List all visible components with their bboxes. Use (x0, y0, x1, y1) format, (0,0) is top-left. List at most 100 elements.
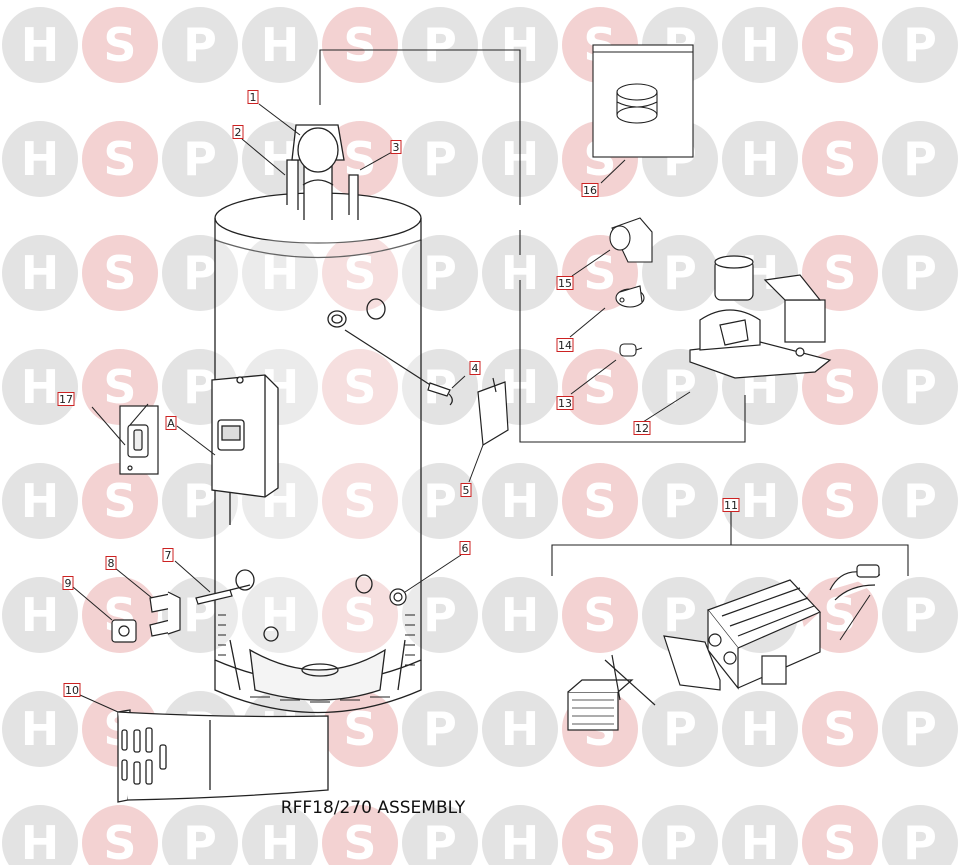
watermark-disc (82, 577, 158, 653)
watermark-disc (722, 691, 798, 767)
watermark-letter: H (741, 816, 780, 865)
watermark-disc (882, 235, 958, 311)
watermark-disc (482, 235, 558, 311)
watermark-disc (802, 7, 878, 83)
watermark-disc (322, 463, 398, 539)
watermark-letter: P (663, 588, 697, 642)
callout-14: 14 (556, 338, 574, 352)
watermark-disc (242, 577, 318, 653)
watermark-disc (402, 121, 478, 197)
watermark-disc (882, 463, 958, 539)
brackets-and-valve (111, 591, 181, 643)
watermark-letter: P (423, 246, 457, 300)
watermark-disc (242, 7, 318, 83)
watermark-letter: H (21, 18, 60, 72)
watermark-letter: S (823, 246, 856, 300)
watermark-disc (882, 691, 958, 767)
watermark-letter: P (183, 246, 217, 300)
callout-text: 8 (108, 557, 115, 570)
watermark-disc (482, 805, 558, 865)
watermark-disc (322, 691, 398, 767)
watermark-letter: H (261, 816, 300, 865)
watermark-disc (722, 805, 798, 865)
watermark-letter: P (903, 360, 937, 414)
watermark-letter: P (183, 360, 217, 414)
watermark-letter: P (423, 132, 457, 186)
watermark-letter: H (21, 132, 60, 186)
callout-text: 10 (65, 684, 79, 697)
watermark-letter: P (183, 132, 217, 186)
watermark-disc (562, 577, 638, 653)
callout-text: 4 (472, 362, 479, 375)
watermark-disc (882, 349, 958, 425)
watermark-letter: H (21, 702, 60, 756)
watermark-letter: P (423, 474, 457, 528)
diagram-title: RFF18/270 ASSEMBLY (281, 798, 466, 818)
callout-text: 2 (235, 126, 242, 139)
watermark-disc (162, 7, 238, 83)
watermark-letter: S (583, 474, 616, 528)
watermark-letter: S (583, 588, 616, 642)
callout-text: 16 (583, 184, 597, 197)
watermark-disc (882, 7, 958, 83)
watermark-disc (82, 235, 158, 311)
watermark-letter: S (103, 474, 136, 528)
watermark-disc (2, 235, 78, 311)
watermark-disc (242, 235, 318, 311)
callout-11: 11 (722, 498, 740, 512)
drain-valve (389, 588, 407, 606)
watermark-disc (642, 349, 718, 425)
callout-text: 6 (462, 542, 469, 555)
watermark-disc (82, 7, 158, 83)
flue-elbow (609, 217, 653, 263)
blower-assembly (689, 255, 832, 379)
cover-part (477, 377, 509, 447)
watermark-disc (562, 805, 638, 865)
watermark-disc (802, 121, 878, 197)
callout-text: 1 (250, 91, 257, 104)
watermark-letter: S (343, 360, 376, 414)
callout-text: 12 (635, 422, 649, 435)
watermark-letter: S (343, 474, 376, 528)
callout-text: 15 (558, 277, 572, 290)
sensor-probe (344, 329, 453, 406)
watermark-letter: P (663, 474, 697, 528)
watermark-letter: S (343, 588, 376, 642)
watermark-letter: H (261, 588, 300, 642)
watermark-letter: S (583, 246, 616, 300)
watermark-letter: S (823, 18, 856, 72)
watermark-disc (2, 691, 78, 767)
watermark-letter: H (21, 816, 60, 865)
watermark-letter: S (343, 18, 376, 72)
watermark-letter: H (21, 246, 60, 300)
watermark-letter: S (103, 360, 136, 414)
watermark-disc (2, 463, 78, 539)
watermark-disc (802, 577, 878, 653)
watermark-letter: P (663, 816, 697, 865)
watermark-disc (482, 7, 558, 83)
watermark-disc (322, 577, 398, 653)
watermark-letter: H (741, 474, 780, 528)
callout-6: 6 (459, 541, 471, 555)
watermark-disc (642, 691, 718, 767)
callout-text: 14 (558, 339, 572, 352)
power-switch (119, 405, 159, 475)
pressure-switch (615, 285, 645, 308)
watermark-disc (482, 463, 558, 539)
watermark-letter: H (21, 474, 60, 528)
burner-assembly (567, 564, 881, 731)
watermark-disc (802, 463, 878, 539)
watermark-letter: P (663, 702, 697, 756)
callout-10: 10 (63, 683, 81, 697)
callout-text: 17 (59, 393, 73, 406)
callout-12: 12 (633, 421, 651, 435)
watermark-letter: S (103, 246, 136, 300)
watermark-disc (162, 805, 238, 865)
watermark-disc (482, 577, 558, 653)
flue-coupler (592, 44, 694, 158)
assembly-bracket-top (319, 49, 746, 443)
watermark-letter: H (741, 702, 780, 756)
watermark-letter: P (663, 246, 697, 300)
callout-4: 4 (469, 361, 481, 375)
